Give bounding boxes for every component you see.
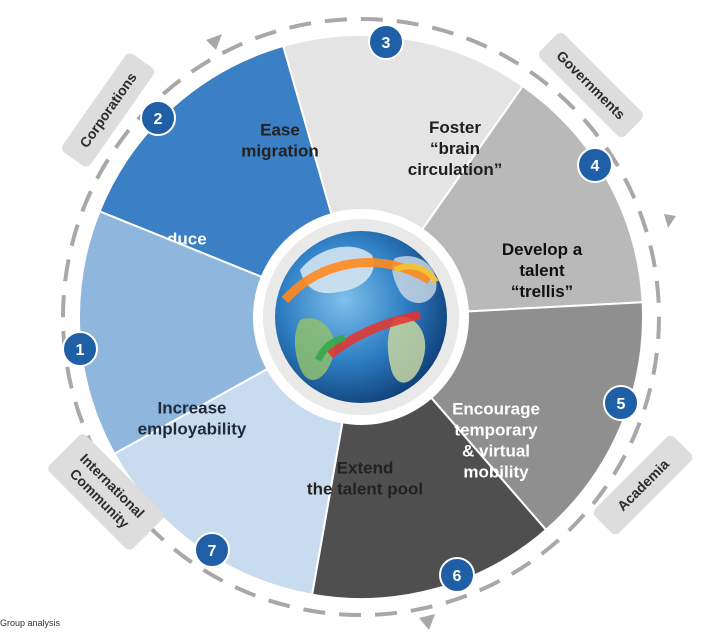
outer-cycle: [61, 17, 676, 630]
segment-5-badge: 5: [603, 385, 639, 421]
segment-7-badge: 7: [194, 532, 230, 568]
segment-6-label-line: Extend: [337, 459, 394, 478]
segment-2-number: 2: [154, 111, 163, 128]
segment-number-badges: 1 2 3 4 5 6 7: [62, 24, 639, 593]
segment-7-label-line: Increase: [158, 399, 227, 418]
segment-3-number: 3: [382, 35, 391, 52]
segment-4-badge: 4: [577, 147, 613, 183]
segment-4-label-line: Develop a: [502, 240, 583, 259]
segment-5-number: 5: [617, 396, 626, 413]
center-globe: [253, 209, 469, 425]
source-note: Group analysis: [0, 618, 61, 628]
segment-5-label-line: & virtual: [462, 442, 530, 461]
segment-4-number: 4: [591, 158, 600, 175]
segment-1-number: 1: [76, 342, 85, 359]
cycle-arrow-bottom-icon: [419, 614, 435, 630]
segment-5-label-line: mobility: [463, 463, 529, 482]
segment-2-label-line: Ease: [260, 121, 300, 140]
segment-5-label-line: temporary: [454, 421, 538, 440]
segment-3-label-line: “brain: [430, 139, 480, 158]
globe-icon: [275, 231, 447, 403]
cycle-arrow-right-icon: [664, 214, 676, 228]
segment-4-label-line: “trellis”: [511, 282, 573, 301]
segment-6-label-line: the talent pool: [307, 480, 423, 499]
segment-1-badge: 1: [62, 331, 98, 367]
segment-7-label-line: employability: [138, 420, 247, 439]
segment-7-number: 7: [208, 543, 217, 560]
segment-2-label-line: migration: [241, 142, 318, 161]
segment-4-label-line: talent: [519, 261, 565, 280]
segment-5-label-line: Encourage: [452, 400, 540, 419]
segment-3-label-line: circulation”: [408, 160, 502, 179]
segment-2-badge: 2: [140, 100, 176, 136]
segment-3-label-line: Foster: [429, 118, 481, 137]
stakeholder-label: Governments: [553, 47, 628, 122]
segment-6-number: 6: [453, 568, 462, 585]
cycle-arrow-top-icon: [206, 34, 222, 50]
segment-3-badge: 3: [368, 24, 404, 60]
segment-6-badge: 6: [439, 557, 475, 593]
